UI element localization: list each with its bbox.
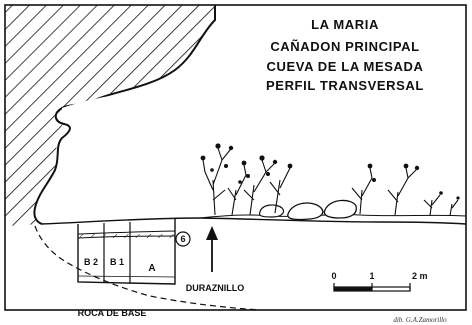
bedrock-label: ROCA DE BASE [78, 308, 147, 318]
marker-number: 6 [180, 234, 185, 244]
ground-surface [199, 214, 467, 219]
title-line-3: CUEVA DE LA MESADA [267, 59, 424, 74]
title-line-4: PERFIL TRANSVERSAL [266, 78, 424, 93]
title-line-1: LA MARIA [311, 17, 379, 32]
excavation-section [77, 218, 176, 285]
marker-circle [175, 231, 191, 247]
layer-label-a: A [148, 263, 155, 274]
drawing-credit: dib. G.A.Zamorillo [393, 316, 447, 324]
foliage-dots [200, 143, 460, 200]
vegetation [202, 147, 459, 217]
layer-label-b2: B 2 [84, 257, 98, 267]
boulder-3 [258, 204, 285, 218]
cave-interior [42, 87, 200, 224]
scale-bar [333, 283, 411, 292]
arrow-up-icon [206, 226, 218, 272]
bedrock-profile [34, 225, 261, 311]
layer-label-b1: B 1 [110, 257, 124, 267]
title-line-2: CAÑADON PRINCIPAL [270, 39, 419, 54]
boulder-1 [287, 202, 324, 221]
scale-tick-0: 0 [331, 271, 336, 281]
duraznillo-label: DURAZNILLO [186, 283, 245, 293]
cave-outline [33, 5, 216, 225]
ground-line [41, 217, 467, 225]
rock-overhang [5, 5, 215, 226]
boulder-2 [323, 199, 358, 219]
scale-tick-1: 1 [369, 271, 374, 281]
scale-tick-2: 2 m [412, 271, 428, 281]
